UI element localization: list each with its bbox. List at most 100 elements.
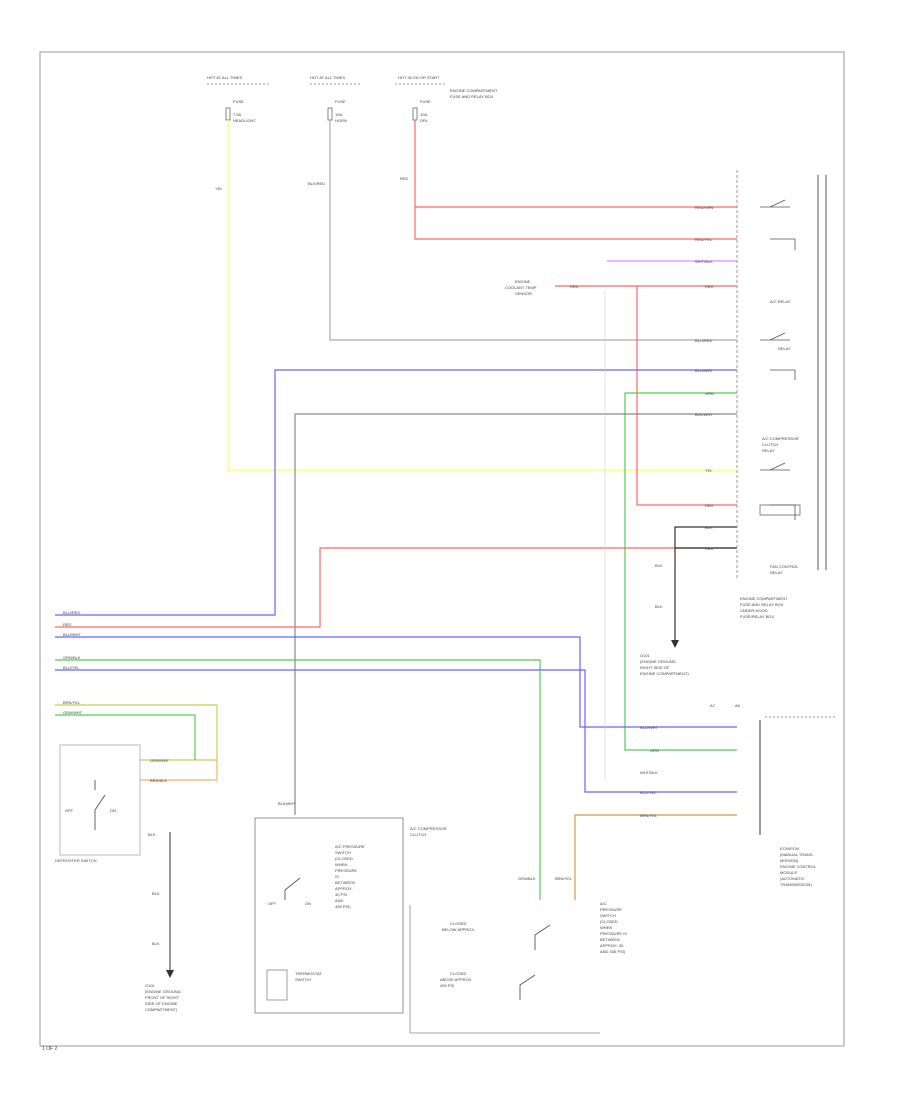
compressor-on: ON (305, 901, 311, 906)
wire-blue-2 (55, 636, 737, 728)
ground-icon-right (671, 640, 679, 648)
ecm-wl-grn: GRN (650, 748, 659, 753)
ps-a-2: BELOW APPROX. (442, 927, 475, 932)
sensor-label-3: SENSOR (515, 291, 532, 296)
wl-blk-g1: BLK (152, 891, 160, 896)
wl-left-brn-yel: BRN/YEL (63, 700, 81, 705)
ct-4: WHEN (335, 862, 347, 867)
wl-grn-wht-2: GRN/WHT (150, 758, 170, 763)
pressure-switch-block: CLOSED BELOW APPROX. CLOSED ABOVE APPROX… (409, 876, 627, 1034)
ecm-pin-a: A7 (710, 703, 716, 708)
block-label-2: FUSE AND RELAY BOX (740, 602, 784, 607)
wire-red-2 (414, 207, 737, 240)
wire-green-2 (55, 659, 541, 900)
psa-3: SWITCH (600, 913, 616, 918)
psa-4: (CLOSED (600, 919, 618, 924)
ecm-3: MISSION) (780, 858, 799, 863)
wire-gray (329, 120, 737, 341)
fuse-3-name: DRL (420, 118, 429, 123)
ecm-6: (AUTOMATIC (780, 876, 805, 881)
ct-2: SWITCH (335, 850, 351, 855)
rg-4: ENGINE COMPARTMENT) (640, 671, 689, 676)
compressor-off: OFF (268, 901, 277, 906)
wire-label-group: RED/GRN RED/YEL WHT/BLK RED BLU/RED BLU/… (215, 176, 714, 609)
fuse-box-label-1: ENGINE COMPARTMENT (450, 88, 498, 93)
relay-clutch-2: CLUTCH (762, 442, 778, 447)
fuse-1-rating: 7.5A (233, 112, 242, 117)
wire-blue-3 (55, 669, 737, 793)
left-wire-labels: BLU/RED RED BLU/WHT GRN/BLK BLU/YEL BRN/… (63, 610, 296, 946)
fuse-2-rating: 10A (335, 112, 342, 117)
ecm-wl-blu-wht: BLU/WHT (640, 725, 659, 730)
ecm-7: TRANSMISSION) (780, 882, 812, 887)
psa-1: A/C (600, 901, 607, 906)
wl-red: RED (705, 284, 714, 289)
wl-left-grn-wht: GRN/WHT (63, 710, 83, 715)
wl-left-blu-red: BLU/RED (63, 610, 80, 615)
ct-7: BETWEEN (335, 880, 355, 885)
fuse-1-name: HEADLIGHT (233, 118, 256, 123)
fuse-2-fuse: FUSE (335, 99, 346, 104)
wl-yel: YEL (705, 468, 713, 473)
wl-blk-wht: BLK/WHT (695, 412, 713, 417)
fuse-box-label-2: FUSE AND RELAY BOX (450, 94, 494, 99)
wire-gray-2 (294, 413, 737, 815)
wire-red-top (414, 120, 737, 208)
wl-red-3: RED (705, 546, 714, 551)
ecm-2: (MANUAL TRANS- (780, 852, 814, 857)
fuse-2-head: HOT AT ALL TIMES (310, 75, 345, 80)
wire-black (674, 526, 737, 640)
fuse-block-top: HOT AT ALL TIMES HOT AT ALL TIMES HOT IN… (207, 75, 498, 123)
ct-8: APPROX. (335, 886, 353, 891)
wl-left-grn-blk: GRN/BLK (63, 655, 81, 660)
sensor-label-1: ENGINE (515, 279, 531, 284)
wire-brown (574, 814, 737, 900)
wl-grn-blk-ps: GRN/BLK (518, 876, 536, 881)
relay-label-fan: RELAY (778, 346, 791, 351)
ecm-wl-blu-yel: BLU/YEL (640, 790, 657, 795)
wl-red-sensor: RED (570, 284, 579, 289)
ground-4: SIDE OF ENGINE (145, 1001, 178, 1006)
relay-clutch-3: RELAY (762, 448, 775, 453)
ct-10: AND (335, 898, 344, 903)
fuse-3-rating: 10A (420, 112, 427, 117)
fan-control-2: RELAY (770, 570, 783, 575)
rg-3: RIGHT SIDE OF (640, 665, 670, 670)
wire-red-down (636, 286, 737, 506)
wire-yellow-green (55, 704, 218, 761)
wl-blk-g2: BLK (152, 941, 160, 946)
ecm-wl-brn-yel: BRN/YEL (640, 813, 658, 818)
ct-5: PRESSURE (335, 868, 357, 873)
wl-red-2: RED (705, 503, 714, 508)
compressor-block: A/C COMPRESSOR CLUTCH OFF ON A/C PRESSUR… (254, 817, 447, 1014)
relay-box: A/C RELAY RELAY A/C COMPRESSOR CLUTCH RE… (736, 170, 827, 619)
ecm-1: ECM/PCM (780, 846, 799, 851)
ground-1: G101 (145, 983, 156, 988)
psa-6: PRESSURE IS (600, 931, 627, 936)
block-label-4: FUSE/RELAY BOX (740, 614, 774, 619)
ct-3: (CLOSED (335, 856, 353, 861)
wire-red-bottom (55, 547, 737, 628)
wl-wht-blk: WHT/BLK (695, 259, 713, 264)
psa-7: BETWEEN (600, 937, 620, 942)
page-footer: 1 OF 2 (42, 1046, 58, 1052)
ecm-pin-b: A6 (735, 703, 741, 708)
wl-blk-a: BLK (655, 563, 663, 568)
rg-2: (ENGINE GROUND, (640, 659, 677, 664)
ps-b-3: 455 PSI (440, 983, 454, 988)
wl-left-blu-wht: BLU/WHT (63, 632, 82, 637)
fuse-3-fuse: FUSE (420, 99, 431, 104)
thermostat-1: THERMOSTAT (295, 971, 323, 976)
fan-switch-on: ON (110, 808, 116, 813)
wl-blk-red: BLK/RED (308, 181, 325, 186)
wl-blk-wht-2: BLK/WHT (278, 801, 296, 806)
radiator-fan-switch: OFF ON DEFROSTER SWITCH (55, 744, 141, 863)
wl-grn: GRN (705, 391, 714, 396)
wire-blue-1 (55, 369, 737, 616)
ct-9: 30 PSI (335, 892, 347, 897)
wl-yel-top: YEL (215, 186, 223, 191)
relay-label-ac: A/C RELAY (770, 299, 791, 304)
fan-switch-off: OFF (65, 808, 74, 813)
fuse-1-fuse: FUSE (233, 99, 244, 104)
wl-left-red: RED (63, 622, 72, 627)
